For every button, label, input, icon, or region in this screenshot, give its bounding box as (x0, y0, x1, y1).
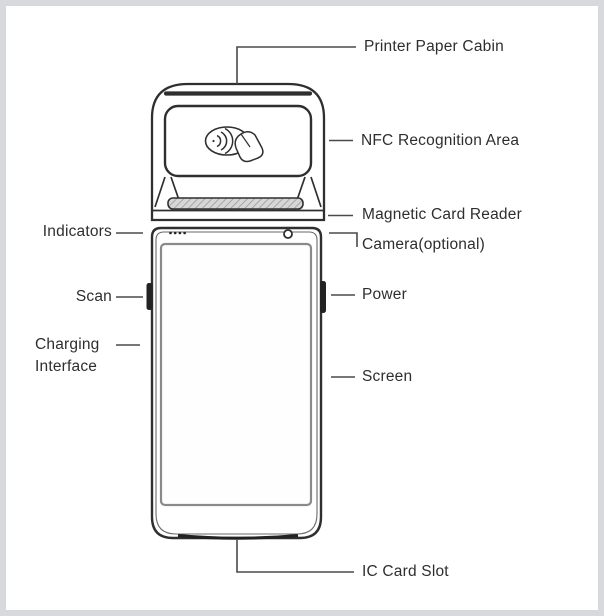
leader-ic-card-slot (236, 540, 354, 573)
label-magnetic-card-reader: Magnetic Card Reader (362, 206, 522, 223)
label-indicators: Indicators (42, 223, 112, 240)
scan-button (146, 283, 153, 310)
label-camera-optional: Camera(optional) (362, 236, 485, 253)
label-printer-paper-cabin: Printer Paper Cabin (364, 38, 504, 55)
indicator-leds (169, 231, 186, 235)
label-nfc-recognition-area: NFC Recognition Area (361, 132, 520, 149)
ic-card-slot-line (177, 534, 299, 540)
leader-printer-paper-cabin (236, 46, 356, 84)
device-screen (159, 242, 313, 507)
device-body-inner-line (155, 231, 318, 535)
label-screen: Screen (362, 368, 413, 385)
label-power: Power (362, 286, 407, 303)
paper-shelf-slants (154, 176, 322, 208)
power-button (320, 281, 326, 313)
label-scan: Scan (75, 288, 112, 305)
nfc-contactless-icon (204, 126, 264, 163)
label-ic-card-slot: IC Card Slot (362, 563, 449, 580)
camera-lens (283, 229, 293, 239)
label-charging-interface: Charging Interface (35, 336, 100, 375)
leader-camera-optional (329, 232, 358, 247)
paper-tear-bar (167, 197, 304, 210)
